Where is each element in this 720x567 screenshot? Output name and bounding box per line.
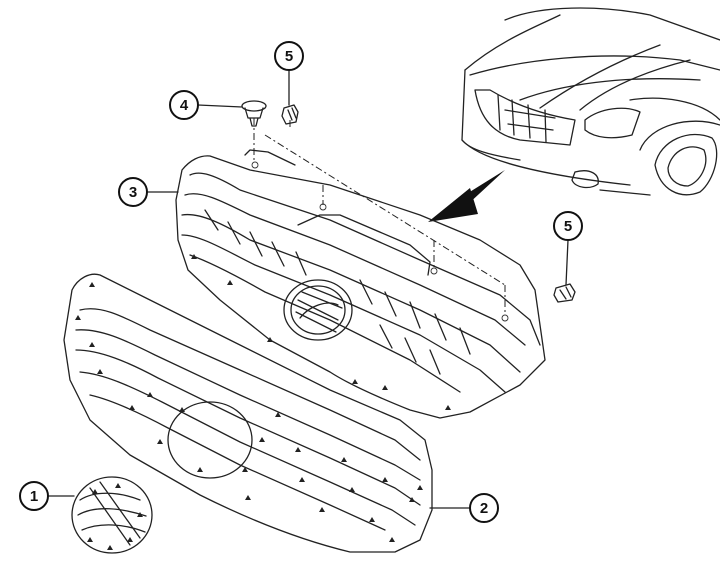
front-grille (63, 273, 433, 553)
callout-5-right: 5 (553, 211, 583, 241)
callout-4-label: 4 (180, 97, 189, 114)
callout-3: 3 (118, 177, 148, 207)
grille-frame (175, 149, 546, 419)
callout-4: 4 (169, 90, 199, 120)
callout-5-upper: 5 (274, 41, 304, 71)
emblem (71, 476, 153, 554)
assembly-guide-lines (253, 118, 506, 315)
callout-1: 1 (19, 481, 49, 511)
callout-5-upper-label: 5 (285, 48, 293, 65)
clip-part (241, 100, 267, 127)
vehicle-front-illustration (461, 7, 720, 196)
callout-2-label: 2 (480, 500, 488, 517)
direction-arrow (428, 170, 505, 222)
fastener-upper (281, 104, 299, 125)
callout-3-label: 3 (129, 184, 137, 201)
callout-5-right-label: 5 (564, 218, 572, 235)
callout-1-label: 1 (30, 488, 38, 505)
fastener-right (553, 283, 576, 303)
callout-2: 2 (469, 493, 499, 523)
callout-leaders (47, 69, 569, 509)
